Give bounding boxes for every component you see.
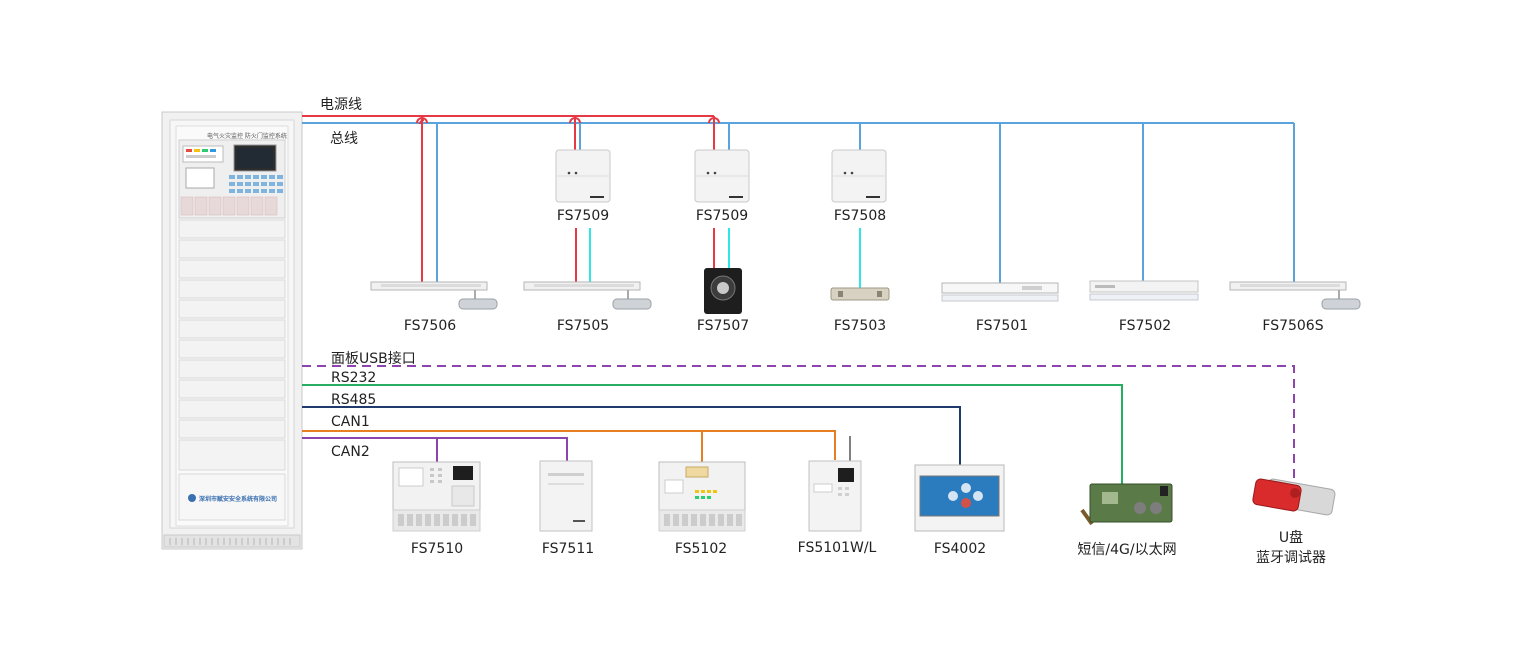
module-fs7509-2 — [694, 149, 750, 203]
bottom-device-label: FS5101W/L — [797, 540, 877, 556]
field-device-label: FS7503 — [833, 318, 887, 334]
can1-line-label: CAN1 — [331, 414, 370, 430]
device-fs7511 — [539, 460, 593, 532]
device-udisk — [1252, 478, 1336, 516]
company-logo — [188, 494, 196, 502]
rs485-line-label: RS485 — [331, 392, 377, 408]
field-device-label: FS7505 — [556, 318, 610, 334]
rs232-line-label: RS232 — [331, 370, 377, 386]
bus-line-label: 总线 — [330, 131, 358, 147]
field-device-label: FS7501 — [975, 318, 1029, 334]
power-line — [302, 115, 715, 285]
module-fs7509-1 — [555, 149, 611, 203]
power-line-label: 电源线 — [320, 97, 362, 113]
module-fs7508 — [831, 149, 887, 203]
bottom-device-label: FS5102 — [674, 541, 728, 557]
module-label: FS7508 — [833, 208, 887, 224]
can2-line-label: CAN2 — [331, 444, 370, 460]
device-fs7506s — [1229, 281, 1361, 310]
device-fs7502 — [1089, 280, 1199, 301]
udisk-label: U盘 — [1278, 530, 1304, 546]
cabinet-title: 电气火灾监控 防火门监控系统 — [207, 133, 287, 140]
usb-line-label: 面板USB接口 — [331, 351, 416, 367]
crossing-hops — [416, 117, 720, 124]
control-cabinet — [161, 111, 303, 550]
device-sms-4g-ethernet — [1080, 483, 1173, 526]
field-device-label: FS7506S — [1262, 318, 1324, 334]
field-device-label: FS7507 — [696, 318, 750, 334]
cabinet-company: 深圳市赋安安全系统有限公司 — [199, 496, 278, 503]
module-label: FS7509 — [556, 208, 610, 224]
bottom-device-label: FS7510 — [410, 541, 464, 557]
bottom-device-label: 短信/4G/以太网 — [1077, 542, 1177, 558]
bus-line — [302, 122, 1295, 285]
bottom-device-label: FS7511 — [541, 541, 595, 557]
field-device-label: FS7506 — [403, 318, 457, 334]
can1-line — [302, 430, 836, 462]
device-fs7505 — [523, 281, 652, 310]
can2-line — [302, 437, 568, 462]
field-device-label: FS7502 — [1118, 318, 1172, 334]
bottom-device-label: FS4002 — [933, 541, 987, 557]
rs232-line — [302, 384, 1123, 487]
device-fs5101wl — [808, 436, 862, 532]
device-fs7503 — [830, 287, 890, 301]
device-fs7507 — [704, 268, 742, 314]
rs485-line — [302, 406, 961, 466]
module-label: FS7509 — [695, 208, 749, 224]
device-fs7501 — [941, 282, 1059, 302]
device-fs4002 — [914, 464, 1005, 532]
udisk-sublabel: 蓝牙调试器 — [1256, 550, 1326, 566]
device-fs7510 — [392, 461, 481, 532]
device-fs5102 — [658, 461, 746, 532]
module-output-lines — [589, 228, 861, 288]
usb-line — [302, 365, 1295, 486]
device-fs7506 — [370, 281, 498, 310]
